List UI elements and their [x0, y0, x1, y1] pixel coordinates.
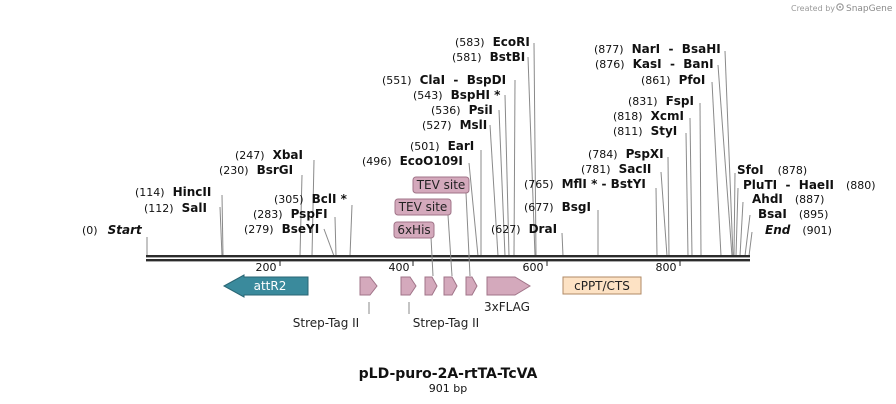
site-msli: (527)MslI	[422, 118, 487, 132]
site-pfoi: (861)PfoI	[641, 73, 705, 87]
axis-tick-600: 600	[523, 261, 544, 274]
site-xbai: (247)XbaI	[235, 148, 303, 162]
site-leader-lines	[146, 42, 753, 257]
feature-track: attR2 Strep-Tag II Strep-Tag II 3xFLAG c…	[222, 274, 642, 330]
site-start: (0)Start	[82, 223, 143, 237]
feature-arrow-tev-2	[443, 276, 458, 296]
site-sacii: (781)SacII	[581, 162, 651, 176]
feature-arrow-a	[400, 276, 417, 296]
feature-6xhis-label: 6xHis	[397, 223, 430, 237]
axis-tick-200: 200	[256, 261, 277, 274]
site-xcmi: (818)XcmI	[613, 109, 684, 123]
feature-cppt-cts-label: cPPT/CTS	[574, 279, 630, 293]
feature-strep-tag-1-label: Strep-Tag II	[293, 316, 359, 330]
feature-tev-site-2: TEV site	[394, 198, 452, 216]
restriction-sites: (0)Start (112)SalI (114)HincII (230)BsrG…	[82, 35, 876, 237]
site-drai: (627)DraI	[491, 222, 557, 236]
credit-prefix: Created by	[791, 4, 835, 13]
credit-brand: SnapGene	[846, 4, 893, 14]
site-clai-bspdi: (551)ClaI - BspDI	[382, 73, 506, 87]
feature-arrow-6xhis	[424, 276, 438, 296]
site-fspi: (831)FspI	[628, 94, 694, 108]
feature-6xhis: 6xHis	[393, 221, 435, 239]
feature-3xflag: 3xFLAG	[484, 276, 531, 314]
feature-tev-site-1-label: TEV site	[416, 178, 466, 192]
site-ecoo109i: (496)EcoO109I	[362, 154, 463, 168]
feature-callouts: TEV site TEV site 6xHis	[393, 176, 471, 277]
feature-attr2-label: attR2	[254, 279, 287, 293]
site-end: End(901)	[765, 223, 832, 237]
site-psii: (536)PsiI	[431, 103, 493, 117]
plasmid-title: pLD-puro-2A-rtTA-TcVA	[359, 366, 538, 382]
feature-strep-tag-1: Strep-Tag II	[293, 276, 378, 330]
site-ecori: (583)EcoRI	[455, 35, 530, 49]
feature-tev-site-2-label: TEV site	[398, 200, 448, 214]
feature-attr2: attR2	[222, 274, 309, 298]
site-bsai: BsaI(895)	[758, 207, 828, 221]
site-eari: (501)EarI	[410, 139, 474, 153]
site-sfoi: SfoI(878)	[737, 163, 807, 177]
feature-strep-tag-2: Strep-Tag II	[408, 302, 479, 330]
site-ahdi: AhdI(887)	[752, 192, 824, 206]
site-bsphi: (543)BspHI *	[413, 88, 501, 102]
site-pspxi: (784)PspXI	[588, 147, 664, 161]
snapgene-logo-icon	[836, 3, 844, 11]
axis-tick-800: 800	[656, 261, 677, 274]
site-bsrgi: (230)BsrGI	[219, 163, 293, 177]
site-hincii: (114)HincII	[135, 185, 211, 199]
site-bseyi: (279)BseYI	[244, 222, 319, 236]
feature-tev-site-1: TEV site	[412, 176, 470, 194]
site-nari-bsahi: (877)NarI - BsaHI	[594, 42, 721, 56]
feature-strep-tag-2-label: Strep-Tag II	[413, 316, 479, 330]
site-pspfi: (283)PspFI	[253, 207, 328, 221]
site-sali: (112)SalI	[144, 201, 207, 215]
site-kasi-bani: (876)KasI - BanI	[595, 57, 714, 71]
site-bsgi: (677)BsgI	[524, 200, 591, 214]
feature-3xflag-label: 3xFLAG	[484, 300, 530, 314]
plasmid-length: 901 bp	[429, 382, 467, 395]
axis-tick-400: 400	[389, 261, 410, 274]
backbone	[146, 255, 750, 262]
feature-cppt-cts: cPPT/CTS	[562, 276, 642, 295]
site-pluti-haeii: PluTI - HaeII(880)	[743, 178, 876, 192]
site-bstbi: (581)BstBI	[452, 50, 525, 64]
site-mfli-bstyi: (765)MflI * - BstYI	[524, 177, 646, 191]
site-bcli: (305)BclI *	[274, 192, 348, 206]
axis-ticks: 200 400 600 800	[256, 261, 681, 274]
feature-arrow-tev-1	[465, 276, 478, 296]
site-styi: (811)StyI	[613, 124, 677, 138]
